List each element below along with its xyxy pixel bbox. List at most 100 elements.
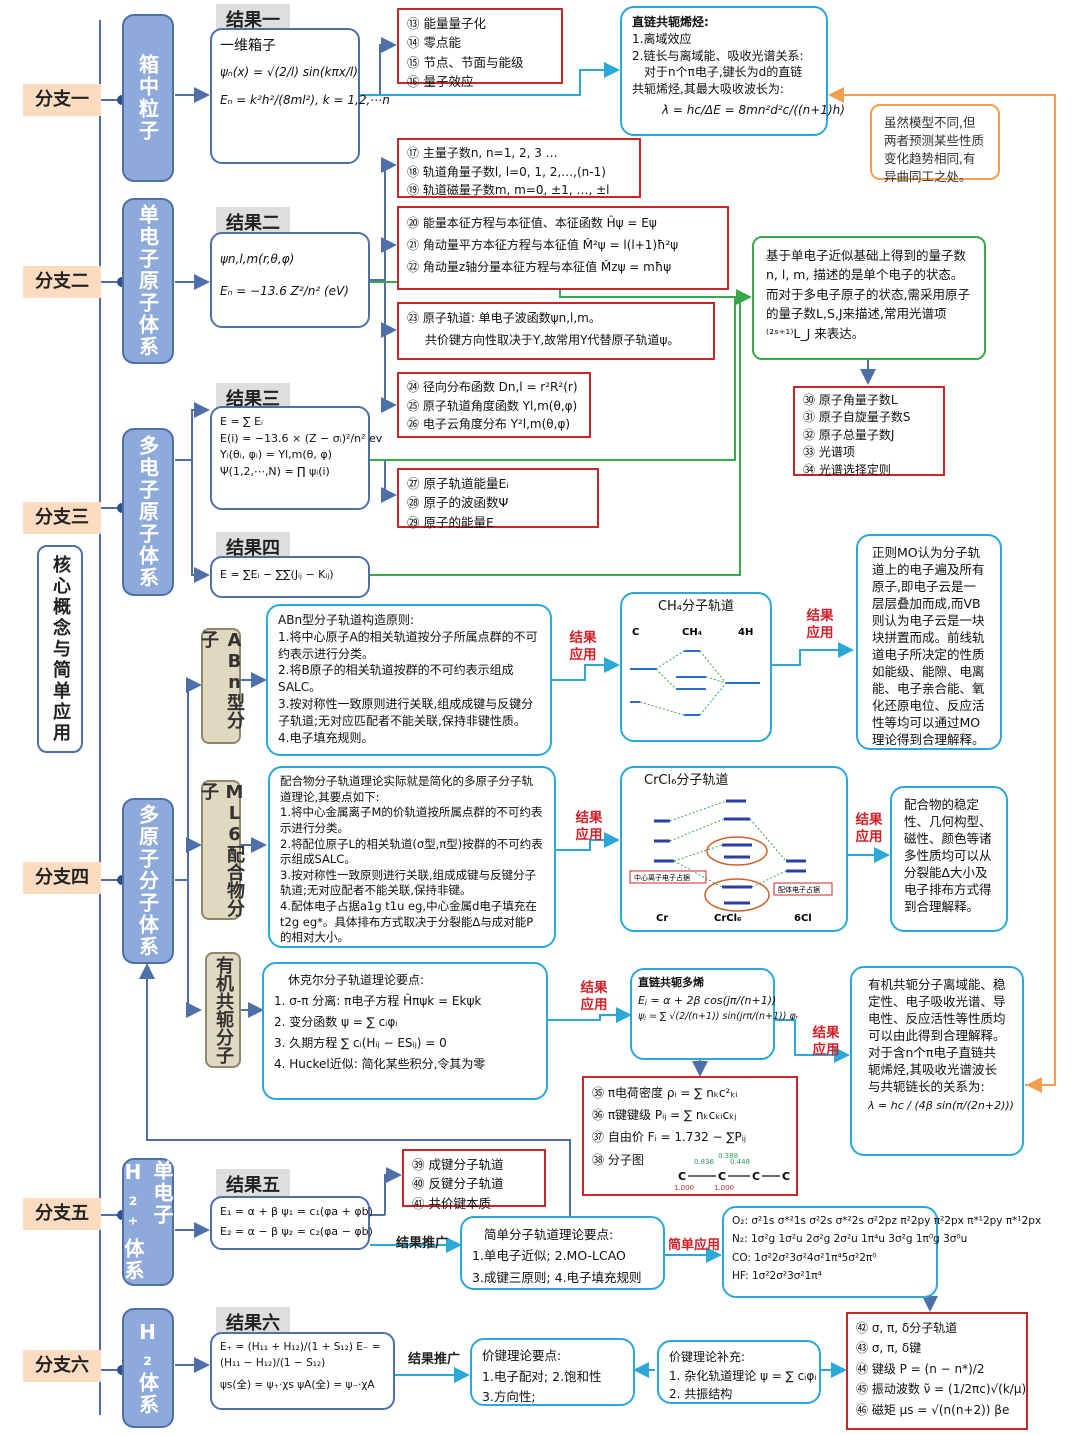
config-n2: N₂: 1σ²g 1σ²u 2σ²g 2σ²u 1π⁴u 3σ²g 1π⁰g 3… — [732, 1233, 968, 1246]
box-line: 1.离域效应 — [632, 31, 692, 46]
column-h2-plus: 单电子H₂⁺体系 — [121, 1158, 174, 1286]
box-line: 1. 杂化轨道理论 ψ = ∑ cᵢφᵢ — [669, 1368, 817, 1383]
box-line: 共轭烯烃,其最大吸收波长为: — [632, 82, 784, 97]
list-42-46: ㊷ σ, π, δ分子轨道 ㊸ σ, π, δ键 ㊹ 键级 P = (n − n… — [846, 1312, 1028, 1430]
branch-1: 分支一 — [23, 84, 101, 116]
list-item: ㉓ 原子轨道: 单电子波函数ψn,l,m。 — [407, 311, 601, 325]
list-item: ⑲ 轨道磁量子数m, m=0, ±1, …, ±l — [407, 183, 610, 198]
charge-density: 1.000 — [674, 1184, 694, 1192]
list-24-26: ㉔ 径向分布函数 Dn,l = r²R²(r) ㉕ 原子轨道角度函数 Yl,m(… — [397, 372, 591, 438]
wavefunction-formula: ψn,l,m(r,θ,φ) — [220, 252, 295, 266]
energy-formula: Eₙ = −13.6 Z²/n² (eV) — [220, 284, 349, 298]
branch-2: 分支二 — [23, 266, 101, 298]
box-title: 配合物分子轨道理论实际就是简化的多原子分子轨道理论,其要点如下: — [280, 774, 533, 804]
box-line: 1.单电子近似; 2.MO-LCAO — [472, 1248, 626, 1264]
formula: Yᵢ(θᵢ, φᵢ) = Yl,m(θ, φ) — [220, 448, 332, 461]
column-polyatomic-molecule: 多原子分子体系 — [122, 798, 174, 964]
formula: E(i) = −13.6 × (Z − σᵢ)²/n² ev — [220, 431, 383, 445]
box-title: 价键理论补充: — [669, 1350, 746, 1364]
result-1-box: 一维箱子 ψₙ(x) = √(2/l) sin(kπx/l) Eₙ = k²h²… — [210, 28, 390, 164]
column-one-electron-atom: 单电子原子体系 — [122, 198, 174, 364]
list-item: ㊵ 反键分子轨道 — [412, 1176, 504, 1192]
note-mo-vs-vb: 正则MO认为分子轨道上的电子遍及所有原子,即电子云是一层层叠加而成,而VB则认为… — [856, 534, 1002, 750]
list-item: ㊻ 磁矩 μs = √(n(n+2)) βe — [856, 1402, 1010, 1417]
box-line: 3.成键三原则; 4.电子填充规则 — [472, 1269, 642, 1285]
box-title: 休克尔分子轨道理论要点: — [288, 973, 425, 987]
list-item: ㉝ 光谱项 — [803, 445, 855, 460]
ch4-energy-levels: C CH₄ 4H — [630, 627, 760, 716]
config-hf: HF: 1σ²2σ²3σ²1π⁴ — [732, 1270, 822, 1283]
result-5-tab: 结果五 — [216, 1169, 290, 1199]
list-item: ㉔ 径向分布函数 Dn,l = r²R²(r) — [407, 380, 578, 394]
formula: E = ∑Eᵢ − ∑∑(Jᵢⱼ − Kᵢⱼ) — [220, 568, 334, 581]
simple-mo-box: 简单分子轨道理论要点: 1.单电子近似; 2.MO-LCAO 3.成键三原则; … — [460, 1216, 665, 1290]
ch4-mo-diagram: CH₄分子轨道 C CH₄ 4H — [620, 592, 772, 742]
list-39-41: ㊴ 成键分子轨道 ㊵ 反键分子轨道 ㊶ 共价键本质 — [402, 1149, 546, 1211]
bond-order: 0.836 — [694, 1158, 715, 1166]
axis-label: CrCl₆ — [714, 913, 741, 924]
box-title: 简单分子轨道理论要点: — [484, 1227, 614, 1242]
crcl6-energy-levels: 中心离子电子占据 配体电子占据 Cr CrCl₆ 6Cl — [629, 799, 833, 924]
list-item: ㉜ 原子总量子数J — [803, 427, 895, 442]
list-item: ㉟ π电荷密度 ρᵢ = ∑ nₖc²ₖᵢ — [592, 1086, 738, 1100]
formula: E = ∑ Eᵢ — [220, 415, 263, 428]
list-item: ㉑ 角动量平方本征方程与本征值 M̂²ψ = l(l+1)ħ²ψ — [407, 238, 679, 253]
edge-label-push: 结果推广 — [396, 1236, 449, 1251]
formula: E₁ = α + β ψ₁ = c₁(φa + φb) — [220, 1205, 373, 1218]
edge-label-apply: 结果应用 — [806, 608, 834, 641]
column-label: 单电子原子体系 — [135, 204, 160, 358]
wavefunction-formula: ψⱼ = ∑ √(2/(n+1)) sin(jrπ/(n+1)) φᵣ — [638, 1011, 799, 1023]
wavelength-formula: λ = hc / (4β sin(π/(2n+2))) — [868, 1099, 1014, 1112]
list-item: ㉘ 原子的波函数Ψ — [407, 495, 509, 511]
list-13-16: ⑬ 能量量子化 ⑭ 零点能 ⑮ 节点、节面与能级 ⑯ 量子效应 — [397, 8, 563, 89]
formula: Ψ(1,2,⋯,N) = ∏ ψᵢ(i) — [220, 464, 330, 478]
diagram-title: CH₄分子轨道 — [657, 599, 735, 614]
column-label: 多电子原子体系 — [135, 435, 160, 589]
edge-label-apply: 结果应用 — [812, 1025, 840, 1058]
list-item: ㉞ 光谱选择定则 — [803, 462, 891, 477]
list-item: ㊷ σ, π, δ分子轨道 — [856, 1321, 958, 1335]
abn-rules-box: ABn型分子轨道构造原则: 1.将中心原子A的相关轨道按分子所属点群的不可约表示… — [266, 604, 552, 756]
list-item: ㊳ 分子图 — [592, 1152, 644, 1167]
axis-label: C — [632, 627, 639, 638]
axis-label: CH₄ — [682, 627, 702, 638]
vb-supplement-box: 价键理论补充: 1. 杂化轨道理论 ψ = ∑ cᵢφᵢ 2. 共振结构 — [657, 1340, 821, 1404]
list-item: ㉖ 电子云角度分布 Y²l,m(θ,φ) — [407, 417, 571, 432]
axis-label: 4H — [738, 627, 753, 638]
result-2-box: ψn,l,m(r,θ,φ) Eₙ = −13.6 Z²/n² (eV) — [210, 232, 370, 328]
branch-4: 分支四 — [23, 862, 101, 894]
energy-formula: Eₙ = k²h²/(8ml²), k = 1,2,⋯n — [220, 93, 390, 107]
result-5-box: E₁ = α + β ψ₁ = c₁(φa + φb) E₂ = α − β ψ… — [210, 1196, 373, 1250]
box-line: 3. 久期方程 ∑ cᵢ(Hᵢⱼ − ESᵢⱼ) = 0 — [274, 1036, 447, 1050]
wavefunction-formula: ψₙ(x) = √(2/l) sin(kπx/l) — [220, 65, 358, 79]
list-item: ⑯ 量子效应 — [407, 74, 474, 90]
box-title: ABn型分子轨道构造原则: — [278, 613, 415, 627]
box-line: 2.链长与离域能、吸收光谱关系: — [632, 48, 804, 63]
note-model-comparison: 虽然模型不同,但两者预测某些性质变化趋势相同,有异曲同工之处。 — [870, 104, 1000, 184]
list-item: ㊹ 键级 P = (n − n*)/2 — [856, 1361, 985, 1376]
core-concept-label: 核心概念与简单应用 — [37, 545, 83, 753]
box-line: 2.将配位原子L的相关轨道(σ型,π型)按群的不可约表示组成SALC。 — [280, 836, 543, 867]
config-co: CO: 1σ²2σ²3σ²4σ²1π⁴5σ²2π⁰ — [732, 1251, 877, 1264]
list-20-22: ⑳ 能量本征方程与本征值、本征函数 Ĥψ = Eψ ㉑ 角动量平方本征方程与本征… — [397, 206, 729, 290]
list-item: ⑱ 轨道角量子数l, l=0, 1, 2,…,(n-1) — [407, 164, 606, 179]
column-many-electron-atom: 多电子原子体系 — [122, 428, 174, 596]
column-label: 箱中粒子 — [135, 54, 160, 142]
atom-label: C — [752, 1170, 760, 1183]
column-h2: H₂体系 — [122, 1308, 174, 1428]
box-title: 一维箱子 — [220, 38, 276, 54]
free-valence: 0.388 — [718, 1152, 738, 1160]
edge-label-apply: 结果应用 — [580, 980, 608, 1013]
bond-order: 0.448 — [730, 1158, 750, 1166]
atom-label: C — [718, 1170, 726, 1183]
note-atomic-quantum-numbers: 基于单电子近似基础上得到的量子数n, l, m, 描述的是单个电子的状态。而对于… — [752, 236, 986, 360]
diagram-tag: 配体电子占据 — [778, 885, 820, 894]
result-6-box: E₊ = (H₁₁ + H₁₂)/(1 + S₁₂) E₋ = (H₁₁ − H… — [210, 1332, 395, 1410]
box-line: 1.将中心金属离子M的价轨道按所属点群的不可约表示进行分类。 — [280, 805, 543, 835]
box-line: 4.电子填充规则。 — [278, 730, 374, 745]
list-item: ㉙ 原子的能量E — [407, 514, 494, 530]
molecular-graph: C C C C 0.836 0.388 0.448 1.000 1.000 — [674, 1152, 790, 1192]
list-30-34: ㉚ 原子角量子数L ㉛ 原子自旋量子数S ㉜ 原子总量子数J ㉝ 光谱项 ㉞ 光… — [793, 386, 945, 477]
list-item: ㊸ σ, π, δ键 — [856, 1341, 922, 1356]
